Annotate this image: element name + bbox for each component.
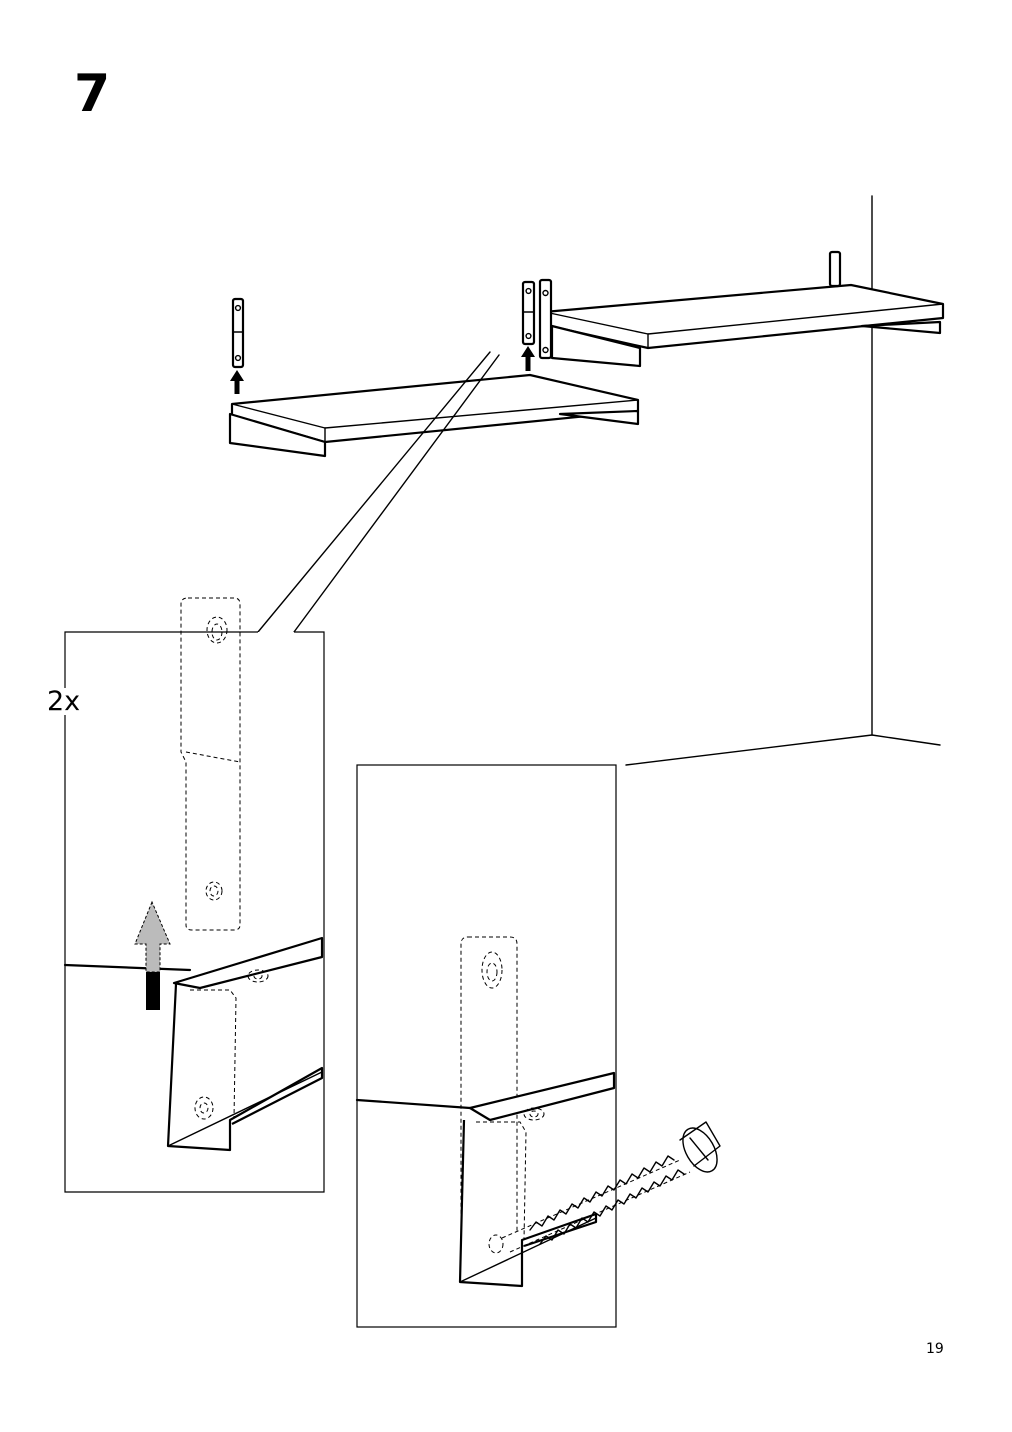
mounting-bracket-middle — [521, 280, 536, 346]
detail-panel-screw — [355, 764, 721, 1328]
shelf — [228, 373, 640, 458]
mounted-shelf — [538, 250, 945, 368]
detail-panel-insert — [63, 597, 325, 1193]
quantity-label: 2x — [45, 686, 83, 717]
zoom-callout-lines — [257, 351, 500, 633]
step-number: 7 — [74, 64, 111, 124]
up-arrow-icon — [230, 370, 244, 394]
up-arrow-icon — [521, 346, 535, 371]
screw-icon — [501, 1121, 721, 1253]
page-number: 19 — [926, 1341, 944, 1357]
wall-corner — [625, 195, 941, 766]
mounting-bracket-left — [231, 297, 245, 369]
